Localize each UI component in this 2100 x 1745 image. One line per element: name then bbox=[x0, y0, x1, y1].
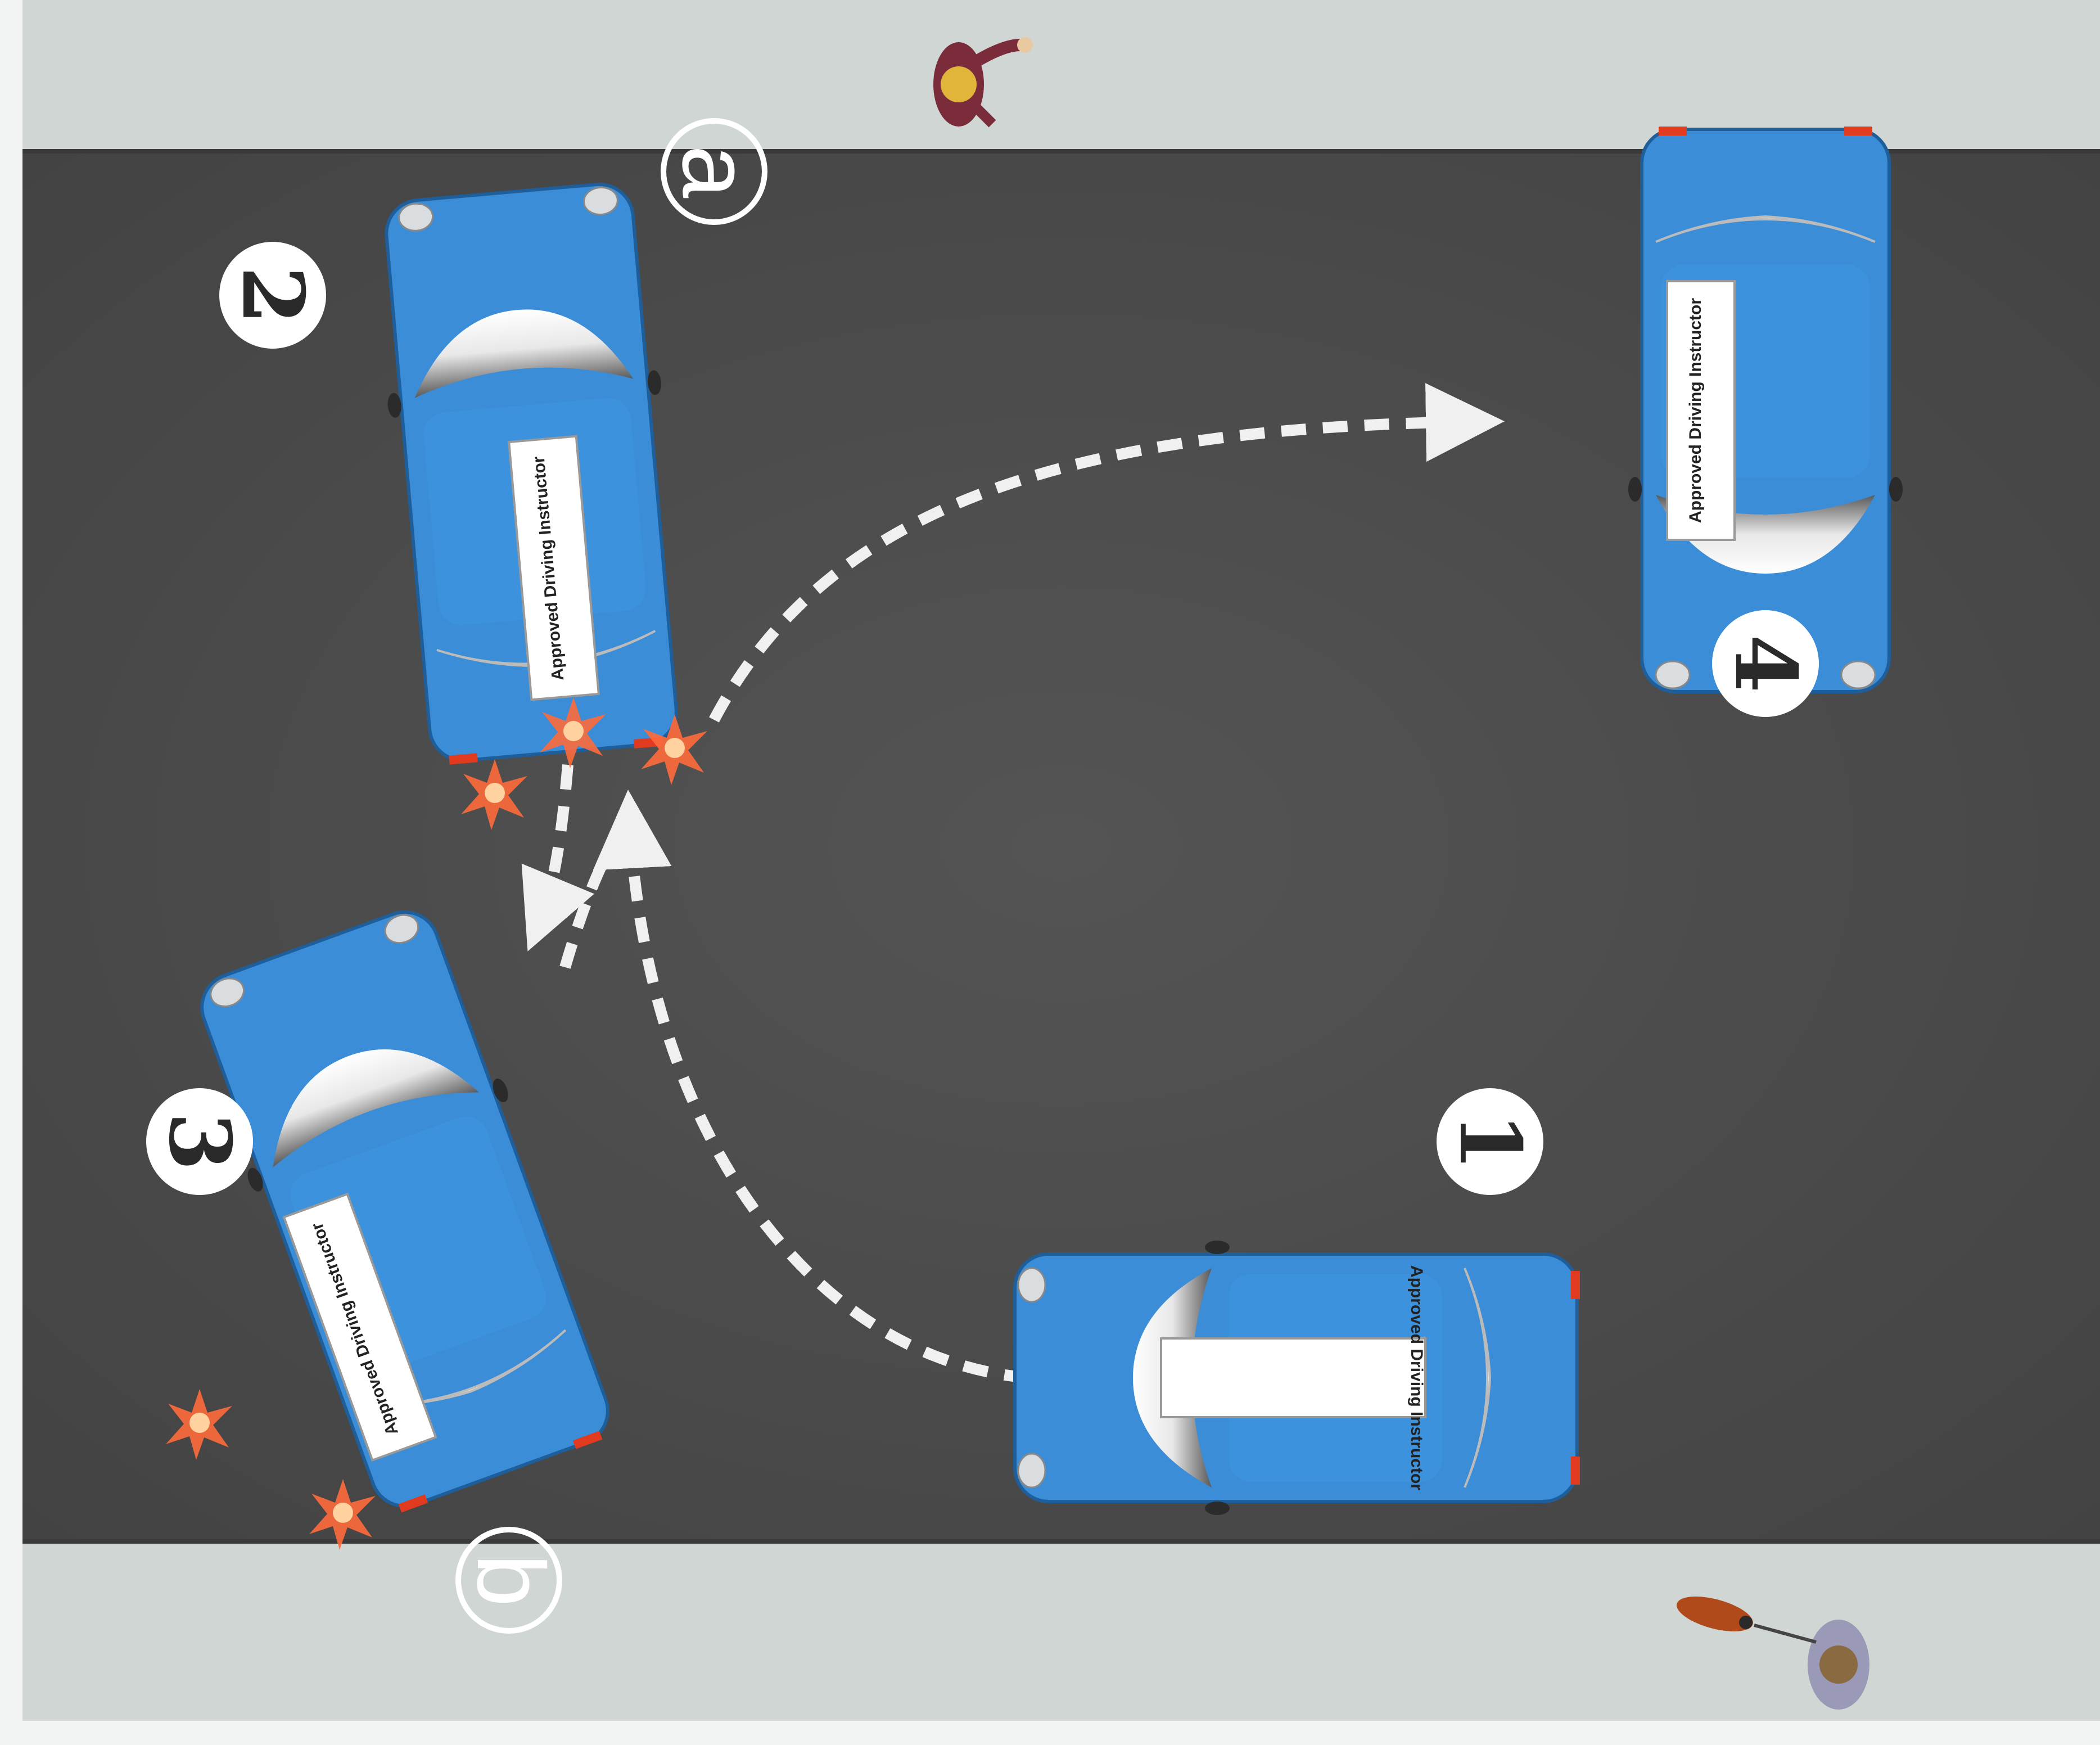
step-badge-3: 3 bbox=[146, 1088, 253, 1195]
step-badge-4: 4 bbox=[1712, 610, 1819, 717]
step-badge-1: 1 bbox=[1437, 1088, 1543, 1195]
svg-text:3: 3 bbox=[150, 1112, 249, 1171]
svg-text:4: 4 bbox=[1716, 634, 1815, 693]
car-1 bbox=[1015, 1241, 1580, 1515]
svg-text:1: 1 bbox=[1440, 1112, 1539, 1171]
svg-text:b: b bbox=[457, 1554, 564, 1607]
svg-text:a: a bbox=[662, 145, 769, 199]
pavement-right bbox=[22, 1541, 2100, 1721]
svg-text:2: 2 bbox=[223, 266, 322, 324]
step-badge-2: 2 bbox=[219, 242, 326, 349]
car-4-sign: Approved Driving Instructor bbox=[1686, 298, 1705, 523]
car-1-sign: Approved Driving Instructor bbox=[1407, 1265, 1426, 1490]
